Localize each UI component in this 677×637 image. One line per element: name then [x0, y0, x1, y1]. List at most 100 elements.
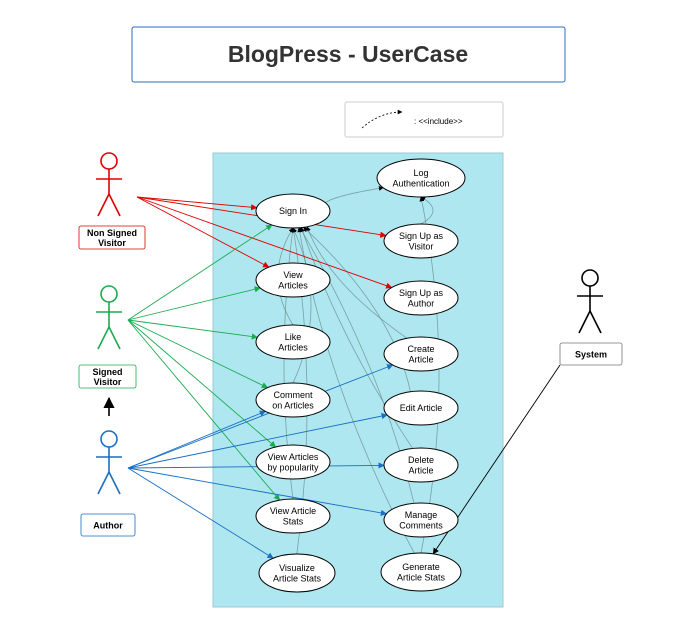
- use-case-label: Articles: [278, 342, 308, 352]
- use-case-label: Like: [285, 332, 302, 342]
- association-arrow: [127, 364, 394, 469]
- system-boundary: [212, 152, 504, 608]
- use-case-label: on Articles: [272, 400, 314, 410]
- use-case-ellipse: [383, 223, 459, 259]
- use-case-ellipse: [380, 552, 462, 592]
- use-case-label: Comments: [399, 520, 443, 530]
- include-relation: [420, 196, 434, 225]
- use-case-label: Author: [408, 298, 435, 308]
- use-case-ellipse: [255, 444, 331, 480]
- use-case-label: Sign Up as: [399, 288, 444, 298]
- association-arrow: [127, 319, 277, 448]
- use-case-label: View Article: [270, 506, 316, 516]
- actor-label: Non Signed: [87, 228, 137, 238]
- association-arrow: [127, 467, 388, 516]
- use-case-ellipse: [255, 498, 331, 534]
- include-relation: [303, 226, 411, 392]
- use-case-ellipse: [383, 280, 459, 316]
- association-arrow: [127, 286, 261, 321]
- include-relation: [292, 227, 312, 384]
- actor-system[interactable]: System: [559, 269, 623, 366]
- stick-figure-icon: [96, 430, 122, 495]
- association-arrow: [136, 196, 393, 289]
- title-box: [131, 26, 566, 83]
- use-case-label: Sign Up as: [399, 231, 444, 241]
- include-relation: [306, 226, 408, 339]
- use-case-label: Article: [408, 465, 433, 475]
- association-arrow: [127, 467, 274, 559]
- use-case-label: Edit Article: [400, 403, 443, 413]
- use-case-ellipse: [376, 158, 466, 198]
- use-case-label: Comment: [273, 390, 313, 400]
- use-case-ellipse: [383, 336, 459, 372]
- use-case-ellipse: [383, 502, 459, 538]
- stick-figure-icon: [96, 152, 122, 217]
- use-case-ellipse: [383, 390, 459, 426]
- use-case-label: Log: [413, 168, 428, 178]
- association-arrow: [136, 196, 258, 211]
- legend-include-arrow: [361, 109, 403, 129]
- association-arrow: [127, 319, 281, 501]
- use-case-label: Stats: [283, 516, 304, 526]
- use-case-label: Manage: [405, 510, 438, 520]
- use-case-label: View: [283, 270, 303, 280]
- actors: Non SignedVisitorSignedVisitorAuthorSyst…: [78, 152, 623, 537]
- use-case-label: by popularity: [267, 462, 319, 472]
- association-relations: [103, 196, 561, 559]
- actor-label: Visitor: [94, 377, 122, 387]
- include-relation: [325, 186, 384, 204]
- association-arrow: [127, 410, 267, 469]
- stick-figure-icon: [96, 285, 122, 350]
- diagram-title: BlogPress - UserCase: [228, 41, 468, 67]
- include-relation: [300, 227, 413, 449]
- use-case-edit-article[interactable]: Edit Article: [383, 390, 459, 426]
- use-cases: Sign InViewArticlesLikeArticlesCommenton…: [255, 158, 466, 593]
- use-case-ellipse: [255, 262, 331, 298]
- use-case-label: View Articles: [268, 452, 319, 462]
- legend-include-label: : <<include>>: [414, 117, 463, 126]
- use-case-label: Sign In: [279, 206, 307, 216]
- actor-author[interactable]: Author: [80, 430, 136, 537]
- use-case-ellipse: [383, 447, 459, 483]
- use-case-label: Generate: [402, 562, 440, 572]
- actor-label-box: [78, 364, 137, 389]
- stick-figure-icon: [577, 269, 603, 334]
- use-case-ellipse: [258, 553, 336, 593]
- use-case-sign-in[interactable]: Sign In: [255, 193, 331, 229]
- actor-label-box: [78, 225, 146, 250]
- actor-label: System: [575, 350, 607, 360]
- association-arrow: [127, 319, 259, 340]
- association-arrow: [127, 462, 385, 469]
- association-arrow: [127, 224, 273, 321]
- use-case-label: Create: [407, 344, 434, 354]
- actor-label-box: [559, 342, 623, 366]
- use-case-label: Article Stats: [273, 573, 322, 583]
- use-case-label: Visitor: [409, 241, 434, 251]
- association-arrow: [127, 319, 269, 389]
- association-arrow: [127, 412, 388, 469]
- association-arrow: [136, 196, 270, 268]
- use-case-ellipse: [255, 193, 331, 229]
- actor-label: Visitor: [98, 238, 126, 248]
- actor-label: Author: [93, 521, 123, 531]
- use-case-label: Article: [408, 354, 433, 364]
- use-case-label: Article Stats: [397, 572, 446, 582]
- use-case-ellipse: [255, 382, 331, 418]
- use-case-ellipse: [255, 324, 331, 360]
